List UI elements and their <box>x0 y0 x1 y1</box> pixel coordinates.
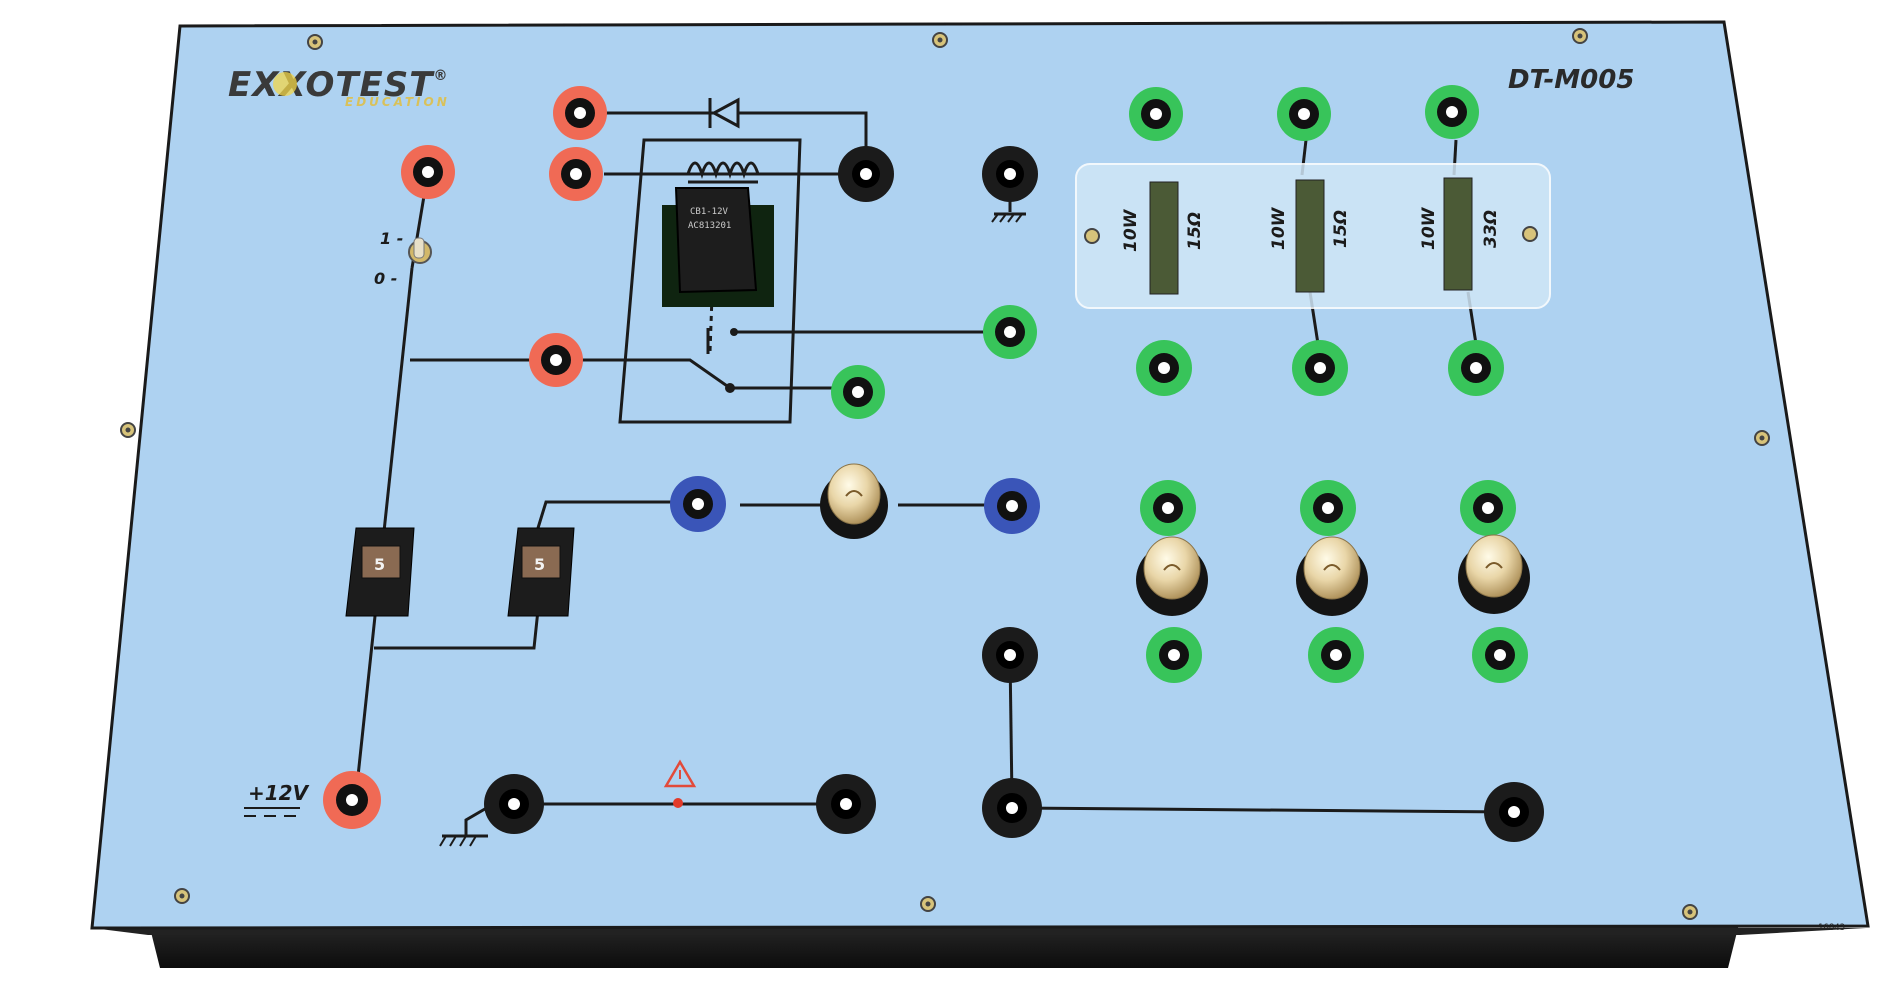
fuse-right-value: 5 <box>534 555 545 574</box>
socket-green-relay-nc[interactable] <box>831 365 885 419</box>
relay-label-2: AC813201 <box>688 221 731 231</box>
screw-icon <box>307 34 323 50</box>
resistor-2 <box>1295 179 1325 293</box>
socket-green-lamp1-bottom[interactable] <box>1146 627 1202 683</box>
bulb-icon <box>820 463 888 539</box>
fuse-left[interactable]: 5 <box>345 527 415 617</box>
diode-symbol-icon <box>708 97 740 129</box>
switch-off-label: 0 - <box>374 269 397 288</box>
toggle-switch-icon[interactable] <box>408 237 432 264</box>
screw-icon <box>932 32 948 48</box>
brand-subtitle: EDUCATION <box>345 95 450 109</box>
relay-pivot-dot <box>725 383 735 393</box>
screw-icon <box>920 896 936 912</box>
socket-black-right-mid[interactable] <box>982 778 1042 838</box>
socket-red-diode[interactable] <box>553 86 607 140</box>
coil-symbol-icon <box>686 161 760 184</box>
dc-symbol-icon <box>244 807 300 817</box>
warning-triangle-icon <box>663 759 697 808</box>
screw-icon <box>1522 226 1538 242</box>
socket-green-r2-bottom[interactable] <box>1292 340 1348 396</box>
ground-symbol-icon <box>991 213 1023 223</box>
socket-green-r3-bottom[interactable] <box>1448 340 1504 396</box>
board-edge <box>92 928 1866 935</box>
resistor-1 <box>1149 181 1179 295</box>
model-label: DT-M005 <box>1508 65 1634 95</box>
socket-black-right-end[interactable] <box>1484 782 1544 842</box>
resistor-2-ohms: 15Ω <box>1331 210 1351 248</box>
resistor-window <box>1075 163 1551 309</box>
resistor-3-power: 10W <box>1419 206 1439 250</box>
socket-red-plus12v[interactable] <box>323 771 381 829</box>
relay-contact-dot <box>730 328 738 336</box>
socket-blue-lamp-left[interactable] <box>670 476 726 532</box>
screw-icon <box>1754 430 1770 446</box>
bulb-icon <box>1136 536 1208 616</box>
screw-icon <box>120 422 136 438</box>
socket-green-r1-top[interactable] <box>1129 87 1183 141</box>
resistor-2-power: 10W <box>1269 206 1289 250</box>
bulb-icon <box>1296 536 1368 616</box>
supply-voltage-label: +12V <box>248 781 310 805</box>
fuse-left-value: 5 <box>374 555 385 574</box>
screws <box>120 28 1770 920</box>
screw-icon <box>1682 904 1698 920</box>
resistor-labels: 10W 15Ω 10W 15Ω 10W 33Ω <box>1121 206 1501 252</box>
resistor-1-ohms: 15Ω <box>1185 212 1205 250</box>
socket-green-relay-no[interactable] <box>983 305 1037 359</box>
resistor-3-ohms: 33Ω <box>1481 210 1501 248</box>
ground-symbol-icon <box>439 835 477 847</box>
relay-label-1: CB1-12V <box>690 207 729 217</box>
fuse-right[interactable]: 5 <box>507 527 575 617</box>
switch-on-label: 1 - <box>380 229 403 248</box>
socket-green-lamp2-bottom[interactable] <box>1308 627 1364 683</box>
screw-icon <box>174 888 190 904</box>
socket-black-ground[interactable] <box>982 146 1038 202</box>
socket-red-switch-common[interactable] <box>529 333 583 387</box>
bulb-icon <box>1458 534 1530 614</box>
resistor-1-power: 10W <box>1121 208 1141 252</box>
sockets[interactable] <box>323 85 1544 842</box>
socket-green-lamp1-top[interactable] <box>1140 480 1196 536</box>
serial-label: 16843 <box>1818 923 1845 933</box>
screw-icon <box>1084 228 1100 244</box>
socket-blue-lamp-right[interactable] <box>984 478 1040 534</box>
socket-black-fuse-test[interactable] <box>816 774 876 834</box>
resistor-3 <box>1443 177 1473 291</box>
brand-logo-mark <box>273 72 297 96</box>
brand-logo: EXXOTEST® <box>228 65 448 105</box>
socket-black-coil[interactable] <box>838 146 894 202</box>
socket-green-r1-bottom[interactable] <box>1136 340 1192 396</box>
socket-green-lamp3-bottom[interactable] <box>1472 627 1528 683</box>
socket-black-right-top[interactable] <box>982 627 1038 683</box>
socket-green-r2-top[interactable] <box>1277 87 1331 141</box>
socket-black-ground-bottom[interactable] <box>484 774 544 834</box>
socket-red-coil[interactable] <box>549 147 603 201</box>
screw-icon <box>1572 28 1588 44</box>
socket-green-r3-top[interactable] <box>1425 85 1479 139</box>
socket-green-lamp2-top[interactable] <box>1300 480 1356 536</box>
relay-icon: CB1-12V AC813201 <box>662 187 774 307</box>
socket-red-switch-top[interactable] <box>401 145 455 199</box>
socket-green-lamp3-top[interactable] <box>1460 480 1516 536</box>
